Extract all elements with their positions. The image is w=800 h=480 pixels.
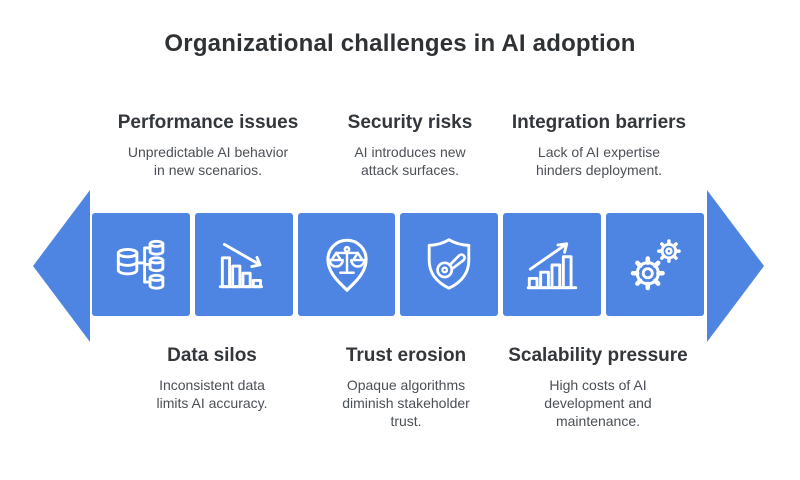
shield-key-icon <box>428 237 471 290</box>
icon-box-scalability <box>503 213 602 316</box>
label-heading: Performance issues <box>117 112 299 133</box>
gears-icon <box>630 238 681 290</box>
icon-box-data-silos <box>92 213 190 316</box>
label-performance-issues: Performance issues Unpredictable AI beha… <box>93 112 323 179</box>
label-integration-barriers: Integration barriers Lack of AI expertis… <box>489 112 709 179</box>
label-body: AI introduces new attack surfaces. <box>354 144 466 179</box>
icon-box-trust <box>297 213 396 316</box>
icon-box-security <box>400 213 499 316</box>
icon-box-integration <box>606 213 704 316</box>
icon-boxes <box>92 213 704 316</box>
label-heading: Data silos <box>167 345 257 366</box>
database-silos-icon <box>116 239 165 290</box>
label-body: Unpredictable AI behavior in new scenari… <box>127 144 289 179</box>
label-body: Inconsistent data limits AI accuracy. <box>156 377 268 412</box>
label-heading: Security risks <box>347 112 473 133</box>
scales-pin-icon <box>325 238 368 292</box>
label-heading: Scalability pressure <box>508 345 688 366</box>
label-data-silos: Data silos Inconsistent data limits AI a… <box>112 345 312 412</box>
label-heading: Trust erosion <box>345 345 467 366</box>
label-scalability-pressure: Scalability pressure High costs of AI de… <box>483 345 713 431</box>
label-security-risks: Security risks AI introduces new attack … <box>315 112 505 179</box>
page-title: Organizational challenges in AI adoption <box>164 30 636 57</box>
label-body: High costs of AI development and mainten… <box>544 377 652 430</box>
rising-bar-chart-icon <box>527 241 578 289</box>
arrow-right-head <box>707 190 764 342</box>
label-heading: Integration barriers <box>511 112 687 133</box>
arrow-left-head <box>33 190 90 342</box>
declining-bar-chart-icon <box>218 242 263 288</box>
label-body: Opaque algorithms diminish stakeholder t… <box>342 377 470 430</box>
label-body: Lack of AI expertise hinders deployment. <box>535 144 663 179</box>
label-trust-erosion: Trust erosion Opaque algorithms diminish… <box>301 345 511 431</box>
icon-box-performance <box>194 213 293 316</box>
